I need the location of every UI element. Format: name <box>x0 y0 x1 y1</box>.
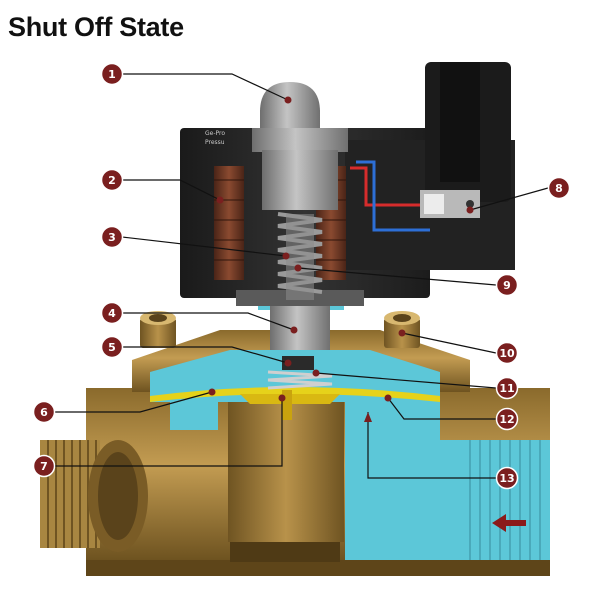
svg-text:9: 9 <box>503 279 511 292</box>
callout-11: 11 <box>495 376 519 400</box>
svg-text:4: 4 <box>108 307 116 320</box>
callout-1: 1 <box>100 62 124 86</box>
svg-text:2: 2 <box>108 174 116 187</box>
diaphragm <box>150 387 440 420</box>
callout-6: 6 <box>32 400 56 424</box>
arrow-left-icon <box>492 514 526 532</box>
callout-12: 12 <box>495 407 519 431</box>
leader-lines <box>54 73 549 479</box>
svg-text:12: 12 <box>499 413 514 426</box>
callout-7: 7 <box>32 454 56 478</box>
svg-text:8: 8 <box>555 182 563 195</box>
svg-text:7: 7 <box>40 460 48 473</box>
page-title: Shut Off State <box>8 12 184 42</box>
svg-text:6: 6 <box>40 406 48 419</box>
terminal-block <box>420 190 480 218</box>
callout-3: 3 <box>100 225 124 249</box>
callout-13: 13 <box>495 466 519 490</box>
coil-winding-left <box>214 166 244 280</box>
wire-blue <box>356 160 430 232</box>
outlet-column <box>228 402 344 542</box>
coil-label-2: Pressu <box>205 139 225 146</box>
svg-text:11: 11 <box>499 382 514 395</box>
callout-5: 5 <box>100 335 124 359</box>
return-spring <box>267 370 333 390</box>
armature-tube <box>236 82 364 350</box>
pilot-seal <box>282 356 314 370</box>
callout-4: 4 <box>100 301 124 325</box>
svg-text:1: 1 <box>108 68 116 81</box>
svg-text:10: 10 <box>499 347 515 360</box>
wire-red <box>350 166 430 207</box>
callout-2: 2 <box>100 168 124 192</box>
mounting-screw-left <box>140 311 176 348</box>
svg-text:3: 3 <box>108 231 116 244</box>
coil-label-1: Ge-Pro <box>205 130 225 137</box>
plunger-core <box>286 214 314 300</box>
svg-text:5: 5 <box>108 341 116 354</box>
callout-9: 9 <box>495 273 519 297</box>
leader-dots <box>208 96 474 422</box>
callout-8: 8 <box>547 176 571 200</box>
svg-text:13: 13 <box>499 472 514 485</box>
callout-10: 10 <box>495 341 519 365</box>
